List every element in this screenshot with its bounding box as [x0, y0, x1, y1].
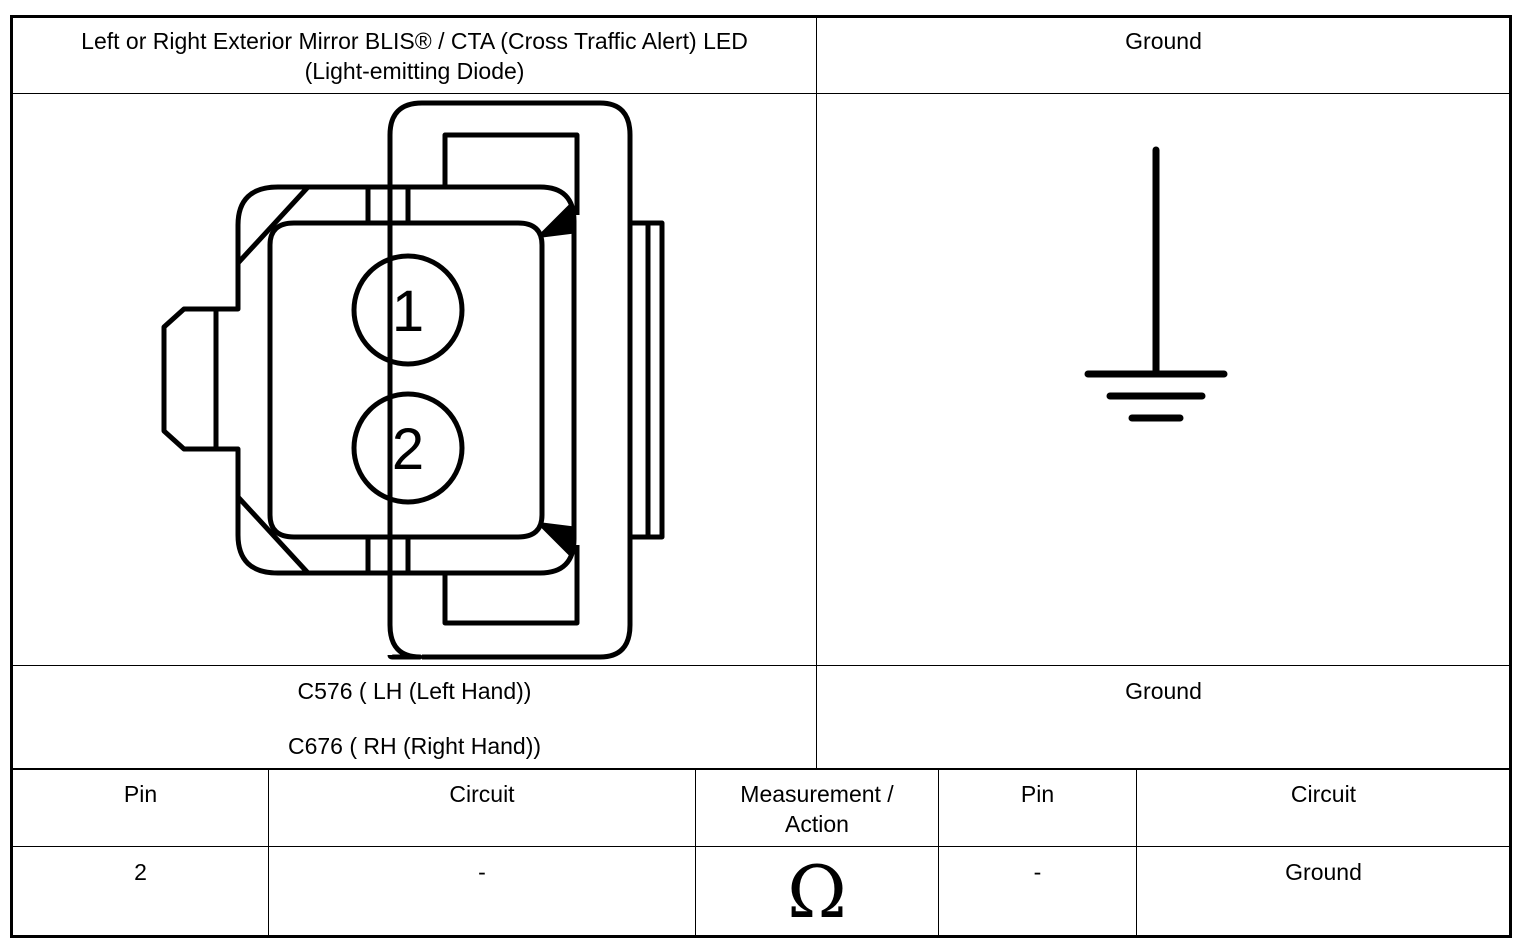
table-cell-pin-b: -: [1033, 859, 1042, 885]
pin-label-1: 1: [391, 279, 425, 344]
table-header-measurement: Measurement / Action: [696, 779, 938, 839]
table-cell-pin-a: 2: [134, 859, 147, 885]
divider-col-3: [938, 769, 939, 936]
pin-label-2: 2: [391, 417, 425, 482]
ground-connector-label: Ground: [1125, 678, 1202, 704]
divider-table-header: [12, 846, 1510, 847]
connector-id-rh: C676 ( RH (Right Hand)): [287, 733, 542, 759]
divider-header: [12, 93, 1510, 94]
table-header-circuit-a: Circuit: [449, 781, 515, 807]
divider-image: [12, 665, 1510, 666]
ground-symbol-icon: [1084, 146, 1228, 422]
component-title: Left or Right Exterior Mirror BLIS® / CT…: [13, 26, 816, 86]
ground-title: Ground: [1125, 28, 1202, 54]
divider-col-1: [268, 769, 269, 936]
divider-col-4: [1136, 769, 1137, 936]
component-title-line2: (Light-emitting Diode): [304, 58, 525, 84]
connector-face-view-icon: [161, 100, 665, 660]
connector-id-lh: C576 ( LH (Left Hand)): [297, 678, 532, 704]
diagram-frame: [10, 15, 1512, 938]
table-header-pin-b: Pin: [1020, 781, 1055, 807]
divider-col-2: [695, 769, 696, 936]
table-header-circuit-b: Circuit: [1290, 781, 1357, 807]
component-title-line1: Left or Right Exterior Mirror BLIS® / CT…: [81, 28, 748, 54]
table-cell-circuit-b: Ground: [1285, 859, 1362, 885]
table-header-measurement-line2: Action: [785, 811, 849, 837]
ohm-icon: Ω: [787, 850, 847, 934]
divider-connector-ids: [12, 768, 1510, 770]
table-header-measurement-line1: Measurement /: [740, 781, 894, 807]
divider-top-middle: [816, 17, 817, 769]
table-header-pin-a: Pin: [123, 781, 158, 807]
table-cell-circuit-a: -: [478, 859, 486, 885]
